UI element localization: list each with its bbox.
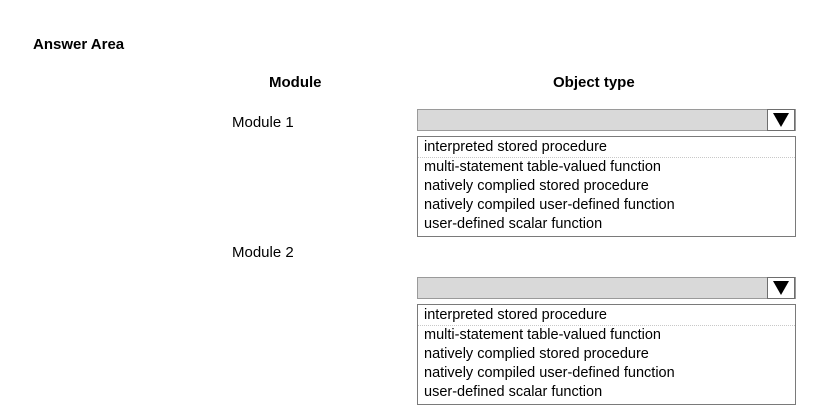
module-2-option[interactable]: multi-statement table-valued function	[424, 327, 661, 343]
module-1-options-list: interpreted stored procedure multi-state…	[417, 136, 796, 237]
module-2-option[interactable]: natively complied stored procedure	[424, 346, 649, 362]
module-column-header: Module	[269, 74, 322, 91]
module-2-option[interactable]: natively compiled user-defined function	[424, 365, 675, 381]
module-1-option[interactable]: multi-statement table-valued function	[424, 159, 661, 175]
module-1-option[interactable]: interpreted stored procedure	[418, 138, 795, 158]
module-1-select[interactable]	[417, 109, 796, 131]
module-2-option[interactable]: interpreted stored procedure	[418, 306, 795, 326]
module-2-dropdown-button[interactable]	[767, 277, 795, 299]
module-2-select[interactable]	[417, 277, 796, 299]
triangle-down-icon	[773, 113, 789, 127]
module-1-label: Module 1	[232, 114, 294, 131]
module-1-dropdown-button[interactable]	[767, 109, 795, 131]
module-1-object-type-dropdown[interactable]: interpreted stored procedure multi-state…	[417, 109, 796, 237]
module-2-label: Module 2	[232, 244, 294, 261]
module-1-option[interactable]: natively compiled user-defined function	[424, 197, 675, 213]
module-1-option[interactable]: natively complied stored procedure	[424, 178, 649, 194]
answer-area-title: Answer Area	[33, 36, 125, 53]
module-1-option[interactable]: user-defined scalar function	[424, 216, 603, 232]
module-2-object-type-dropdown[interactable]: interpreted stored procedure multi-state…	[417, 277, 796, 405]
module-2-option[interactable]: user-defined scalar function	[424, 384, 603, 400]
triangle-down-icon	[773, 281, 789, 295]
module-2-options-list: interpreted stored procedure multi-state…	[417, 304, 796, 405]
object-type-column-header: Object type	[553, 74, 635, 91]
